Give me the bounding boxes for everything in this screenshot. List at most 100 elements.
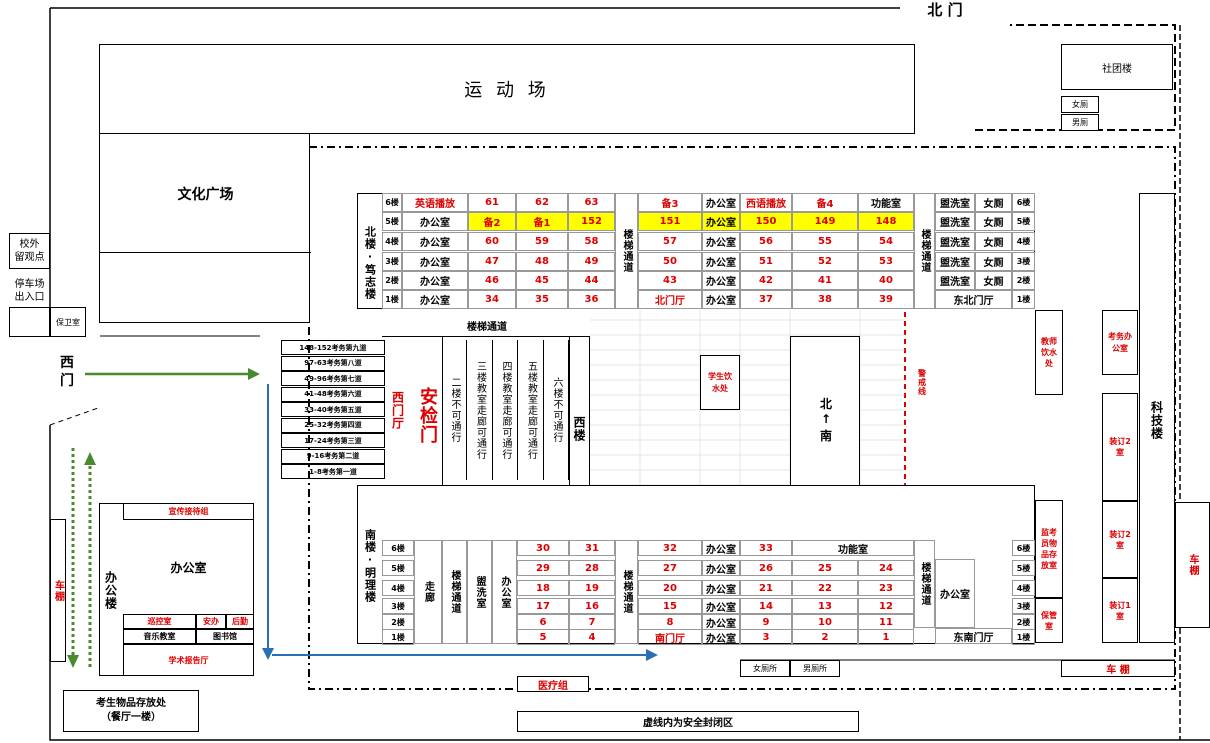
north-corridor: 楼梯通道: [467, 321, 507, 333]
classroom: 备2: [468, 212, 516, 231]
classroom: 32: [638, 540, 702, 556]
north-building-label: 北楼·笃志楼: [363, 225, 377, 300]
classroom: 43: [638, 271, 702, 290]
classroom: 152: [568, 212, 615, 231]
guard-room: 保卫室: [50, 307, 86, 337]
toilet: 女厕: [975, 252, 1012, 271]
binding-room-1: 装订1室: [1102, 578, 1138, 643]
classroom: 33: [740, 540, 792, 556]
washroom: 盥洗室: [935, 232, 975, 251]
corridor: 走廊: [414, 540, 442, 644]
culture-square-label: 文化广场: [177, 187, 234, 203]
tech-building: [1139, 193, 1175, 643]
classroom: 办公室: [702, 252, 740, 271]
classroom: 办公室: [702, 629, 740, 645]
music-classroom: 音乐教室: [123, 629, 196, 644]
outside-observation-point: 校外 留观点: [9, 233, 50, 269]
floor-label: 1楼: [382, 629, 414, 645]
patrol-room: 巡控室: [123, 614, 196, 629]
west-building: 西楼: [569, 336, 590, 521]
classroom: 50: [638, 252, 702, 271]
classroom: 11: [858, 614, 914, 630]
classroom: 13: [792, 598, 858, 614]
classroom: 功能室: [858, 193, 914, 212]
classroom: 24: [858, 560, 914, 576]
floor-label: 2楼: [1012, 271, 1035, 290]
classroom: 办公室: [702, 598, 740, 614]
classroom: 备3: [638, 193, 702, 212]
floor-label: 2楼: [382, 614, 414, 630]
classroom: 62: [516, 193, 568, 212]
office-building-label: 办公楼: [103, 570, 118, 610]
classroom: 17: [517, 598, 569, 614]
parking-shed-left: 车棚: [50, 519, 66, 662]
classroom: 19: [569, 580, 615, 596]
south-stairs-2: 楼梯通道: [615, 540, 638, 644]
office-room: 办公室: [170, 560, 207, 575]
queue-lane: 41-48考务第六道: [281, 386, 385, 402]
classroom: 5: [517, 629, 569, 645]
classroom: 办公室: [702, 232, 740, 251]
classroom: 36: [568, 290, 615, 309]
floor-label: 2楼: [382, 271, 402, 290]
floor-label: 3楼: [382, 252, 402, 271]
floor-label: 6楼: [382, 193, 402, 212]
classroom: 56: [740, 232, 792, 251]
ne-toilet-male: 男厕: [1061, 114, 1099, 131]
classroom: 30: [517, 540, 569, 556]
south-marker: 南: [819, 428, 832, 443]
classroom: 35: [516, 290, 568, 309]
bottom-toilet-male: 男厕所: [790, 660, 840, 677]
invigilator-storage: 监考员物品存放室: [1035, 500, 1063, 598]
classroom: 功能室: [792, 540, 914, 556]
classroom: 办公室: [402, 290, 468, 309]
logistics-room: 后勤: [226, 614, 254, 629]
wall: [442, 336, 443, 486]
classroom: 38: [792, 290, 858, 309]
security-gate: 安检门: [417, 386, 438, 444]
classroom: 51: [740, 252, 792, 271]
safety-notice: 虚线内为安全封闭区: [517, 711, 859, 732]
classroom: 60: [468, 232, 516, 251]
classroom: 办公室: [702, 540, 740, 556]
se-hall: 东南门厅: [935, 628, 1012, 644]
classroom: 25: [792, 560, 858, 576]
classroom: 15: [638, 598, 702, 614]
classroom: 办公室: [702, 614, 740, 630]
washroom: 盥洗室: [467, 540, 492, 644]
binding-room-2: 装订2室: [1102, 393, 1138, 501]
floor-label: 3楼: [1012, 598, 1035, 614]
classroom: 23: [858, 580, 914, 596]
floor-label: 4楼: [1012, 580, 1035, 596]
queue-lane: 97-63考务第八道: [281, 355, 385, 371]
cordon-label: 警戒线: [917, 369, 927, 396]
classroom: 150: [740, 212, 792, 231]
classroom: 31: [569, 540, 615, 556]
classroom: 14: [740, 598, 792, 614]
queue-lane: 148-152考务第九道: [281, 340, 385, 355]
classroom: 办公室: [702, 193, 740, 212]
passage-note: 五楼教室走廊可通行: [519, 340, 544, 480]
corridor-line: [382, 336, 590, 337]
classroom: 20: [638, 580, 702, 596]
floor-label: 4楼: [382, 580, 414, 596]
classroom: 8: [638, 614, 702, 630]
queue-lane: 1-8考务第一道: [281, 464, 385, 479]
classroom: 办公室: [702, 212, 740, 231]
passage-note: 三楼教室走廊可通行: [468, 340, 493, 480]
classroom: 西语播放: [740, 193, 792, 212]
classroom: 备4: [792, 193, 858, 212]
stadium: 运 动 场: [99, 44, 915, 134]
compass-box: 北 ↑ 南: [790, 336, 860, 502]
classroom: 办公室: [402, 252, 468, 271]
classroom: 南门厅: [638, 629, 702, 645]
washroom: 盥洗室: [935, 212, 975, 231]
classroom: 61: [468, 193, 516, 212]
office: 办公室: [935, 559, 975, 628]
passage-note: 二楼不可通行: [442, 340, 467, 480]
classroom: 备1: [516, 212, 568, 231]
tech-building-label: 科技楼: [1149, 400, 1164, 440]
toilet: 女厕: [975, 193, 1012, 212]
washroom: 盥洗室: [935, 271, 975, 290]
classroom: 4: [569, 629, 615, 645]
